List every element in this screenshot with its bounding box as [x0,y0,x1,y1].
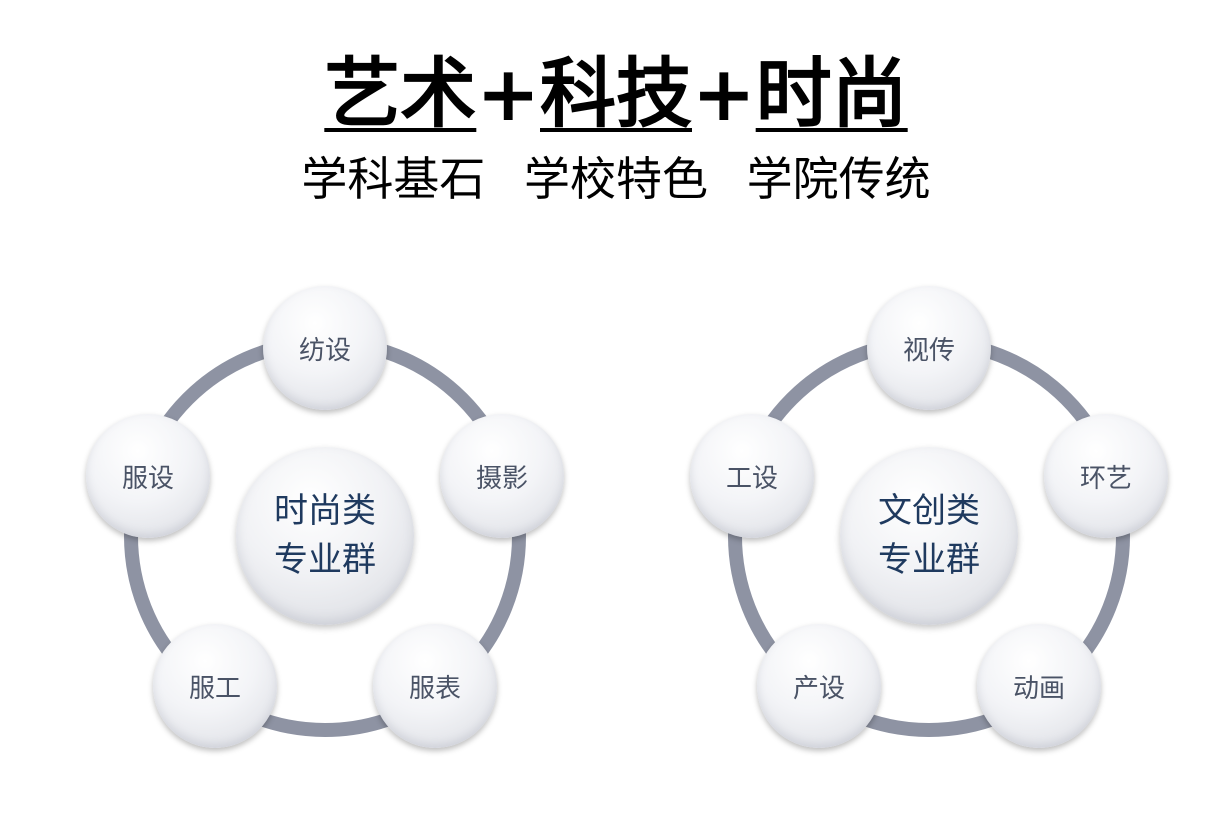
node-fashion-design: 服设 [86,414,210,538]
hub-creative-group: 文创类 专业群 [840,447,1018,625]
title-plus-1: + [476,49,540,138]
node-environmental-art: 环艺 [1044,414,1168,538]
page-subtitle: 学科基石 学校特色 学院传统 [0,156,1232,202]
node-industrial-design: 工设 [690,414,814,538]
hub-line-1: 时尚类 [274,490,376,531]
hub-line-2: 专业群 [274,540,376,580]
subtitle-item-tradition: 学院传统 [746,152,931,206]
node-photography: 摄影 [440,414,564,538]
hub-line-1: 文创类 [878,490,980,531]
title-art: 艺术 [324,49,477,138]
subtitle-item-feature: 学校特色 [524,152,708,206]
subtitle-item-foundation: 学科基石 [301,152,486,206]
node-visual-communication: 视传 [867,286,991,410]
cluster-fashion: 纺设 摄影 服表 服工 服设 时尚类 专业群 [80,286,570,756]
hub-line-2: 专业群 [878,540,980,580]
title-tech: 科技 [540,49,692,138]
hub-fashion-group: 时尚类 专业群 [236,447,414,625]
title-plus-2: + [692,49,756,138]
node-garment-engineering: 服工 [153,624,277,748]
title-fashion: 时尚 [755,49,908,138]
node-textile-design: 纺设 [263,286,387,410]
node-product-design: 产设 [757,624,881,748]
page-title: 艺术+科技+时尚 [0,56,1232,132]
cluster-creative: 视传 环艺 动画 产设 工设 文创类 专业群 [684,286,1174,756]
node-animation: 动画 [977,624,1101,748]
node-fashion-performance: 服表 [373,624,497,748]
